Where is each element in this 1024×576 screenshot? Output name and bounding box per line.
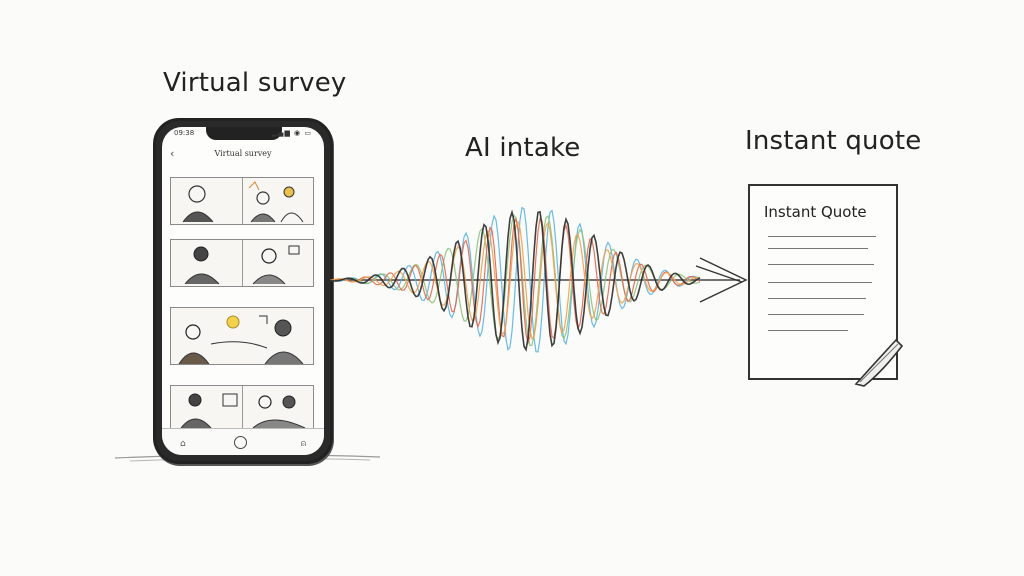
status-time: 09:38 [174,129,195,137]
video-call-tile[interactable] [170,385,314,429]
status-icons: ▂▄▆ ◉ ▭ [271,129,312,137]
video-call-tile[interactable] [170,307,314,365]
text-line [768,330,848,331]
text-line [768,248,868,249]
quote-sheet-title: Instant Quote [764,203,867,221]
text-line [768,236,876,237]
home-nav-icon[interactable]: ⌂ [180,439,186,449]
waveform-icon [330,206,748,353]
video-call-tile[interactable] [170,239,314,287]
phone-icon: 09:38 ▂▄▆ ◉ ▭ ‹ Virtual survey [153,118,333,464]
arrow-right-icon [695,257,748,303]
waveform-strand [330,214,701,347]
instant-quote-label: Instant quote [745,126,922,156]
page-curl [854,338,904,387]
participants-sketch [182,181,304,223]
waveform-strand [330,209,701,352]
ai-intake-label: AI intake [465,133,581,163]
screen-title: Virtual survey [214,149,272,158]
participants-sketch [180,393,306,429]
text-line [768,264,874,265]
participants-sketch [178,315,304,365]
back-arrow-icon[interactable]: ‹ [170,147,175,160]
text-line [768,314,864,315]
text-line [768,282,872,283]
phone-screen: 09:38 ▂▄▆ ◉ ▭ ‹ Virtual survey [162,127,324,455]
document-icon: Instant Quote [748,184,898,380]
virtual-survey-label: Virtual survey [163,68,347,98]
profile-nav-icon[interactable]: ⍝ [300,439,306,449]
home-button[interactable] [234,436,247,449]
phone-notch [206,127,282,140]
text-line [768,298,866,299]
participants-sketch [184,245,300,285]
phone-nav-bar: ⌂ ⍝ [162,428,324,455]
video-call-tile[interactable] [170,177,314,225]
waveform-strand [330,216,701,346]
